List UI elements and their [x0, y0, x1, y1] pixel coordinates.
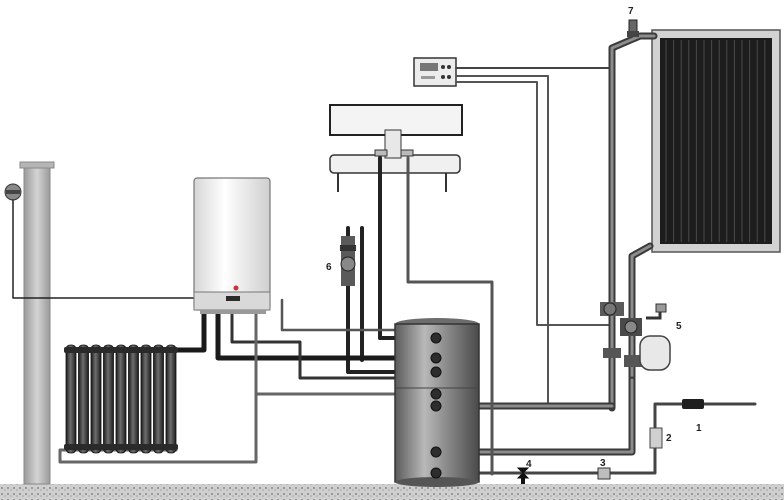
- drain-valve: [516, 467, 530, 484]
- check-valve: [597, 467, 611, 480]
- solar-collector: [651, 29, 781, 253]
- radiator-fin: [78, 344, 89, 454]
- radiator: [64, 344, 178, 454]
- tank-port: [430, 332, 442, 344]
- tank-port: [430, 366, 442, 378]
- label-1: 1: [696, 423, 702, 434]
- tank-port: [430, 467, 442, 479]
- pressure-reducer: [649, 427, 663, 449]
- radiator-fin: [90, 344, 102, 454]
- label-6: 6: [326, 262, 332, 273]
- tank-port: [430, 446, 442, 458]
- filter-component: [682, 399, 704, 409]
- tank-port: [430, 388, 442, 400]
- label-3: 3: [600, 458, 606, 469]
- label-2: 2: [666, 433, 672, 444]
- air-vent: [627, 19, 639, 37]
- sink-basin: [329, 104, 463, 192]
- solar-controller: [413, 57, 457, 87]
- recirculation-pump: [340, 236, 356, 286]
- tank-port: [430, 352, 442, 364]
- gas-boiler: [193, 177, 271, 314]
- radiator-fin: [65, 344, 77, 454]
- chimney: [19, 161, 55, 485]
- floor: [0, 484, 784, 500]
- solar-pump-station: [600, 302, 671, 371]
- radiator-fin: [128, 344, 139, 454]
- radiator-fin: [140, 344, 152, 454]
- radiator-fin: [153, 344, 164, 454]
- storage-tank: [394, 318, 480, 487]
- label-4: 4: [526, 459, 532, 470]
- radiator-fin: [165, 344, 177, 454]
- label-5: 5: [676, 321, 682, 332]
- radiator-fin: [103, 344, 114, 454]
- tank-port: [430, 400, 442, 412]
- room-thermostat: [4, 183, 22, 201]
- label-7: 7: [628, 6, 634, 17]
- radiator-fin: [115, 344, 127, 454]
